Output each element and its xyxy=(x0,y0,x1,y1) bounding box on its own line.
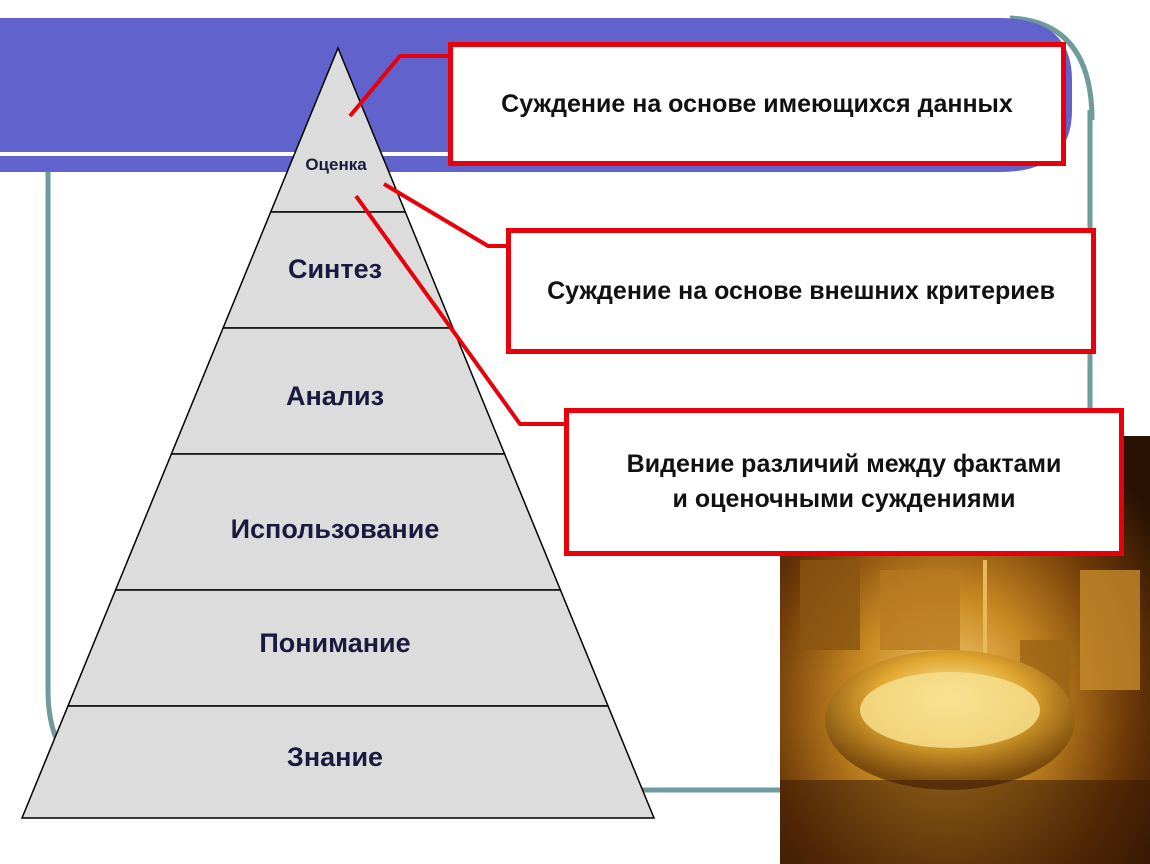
pyramid-level-label-2: Синтез xyxy=(288,254,382,284)
callout-evaluation-data: Суждение на основе имеющихся данных xyxy=(448,42,1066,166)
callout-text-1: Суждение на основе имеющихся данных xyxy=(501,89,1013,118)
callout-text-3: Видение различий между фактами и оценочн… xyxy=(626,450,1062,513)
callout-facts-vs-opinions: Видение различий между фактами и оценочн… xyxy=(564,408,1124,556)
connector-line-1 xyxy=(348,54,448,118)
connector-line-2 xyxy=(382,182,510,248)
pyramid-level-label-5: Понимание xyxy=(259,628,410,658)
pyramid-level-label-3: Анализ xyxy=(286,381,384,411)
callout-text-2: Суждение на основе внешних критериев xyxy=(547,276,1055,305)
pyramid-level-label-6: Знание xyxy=(287,742,383,772)
pyramid-level-6 xyxy=(20,705,656,819)
pyramid-level-label-4: Использование xyxy=(231,514,440,544)
connector-line-3 xyxy=(354,194,568,426)
frame-top-right-curve xyxy=(1009,15,1095,121)
callout-evaluation-criteria: Суждение на основе внешних критериев xyxy=(506,228,1096,354)
pyramid-level-label-1: Оценка xyxy=(305,155,367,174)
